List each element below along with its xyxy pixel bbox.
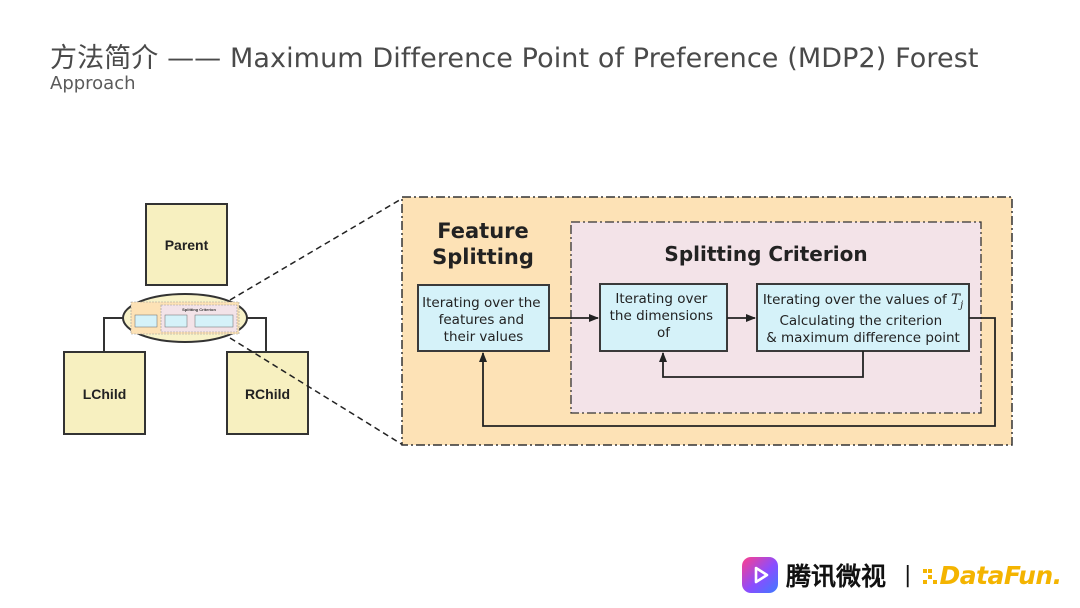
step3-line3: & maximum difference point <box>766 330 960 346</box>
lchild-node <box>63 351 146 435</box>
feature-splitting-title-line1: Feature <box>437 219 529 243</box>
tree-edge-right <box>246 317 267 352</box>
zoom-guide-lower <box>229 337 404 446</box>
feature-splitting-title-line2: Splitting <box>432 245 534 269</box>
step3-line2: Calculating the criterion <box>779 313 942 329</box>
step-iterate-values: Iterating over the values of Tj Calculat… <box>756 283 970 352</box>
splitting-criterion-title: Splitting Criterion <box>664 242 867 266</box>
lchild-node-label: LChild <box>83 386 127 402</box>
split-zoom-ellipse: Splitting Criterion <box>122 293 248 343</box>
step2-line2: the dimensions <box>610 308 713 324</box>
step1-line1: Iterating over the <box>422 295 540 311</box>
rchild-node-label: RChild <box>245 386 290 402</box>
zoom-guide-upper <box>229 197 404 301</box>
parent-node <box>145 203 228 286</box>
zoom-thumbnail-label: Splitting Criterion <box>182 307 216 312</box>
loop-values-to-dimensions <box>659 351 864 378</box>
step-iterate-dimensions: Iterating over the dimensions of <box>599 283 728 352</box>
step2-line3-prefix: of <box>657 325 671 341</box>
datafun-logo: DataFun. <box>939 560 1062 590</box>
svg-text:Iterating over the values of T: Iterating over the values of Tj <box>763 292 963 311</box>
feature-splitting-panel: Feature Splitting Splitting Criterion It… <box>401 196 1013 446</box>
step3-line1-prefix: Iterating over the values of <box>763 292 951 308</box>
weishi-brand-name: 腾讯微视 <box>786 562 887 591</box>
svg-text:Iterating over the dim: Iterating over the dimensions of <box>610 291 718 341</box>
decision-tree: Parent LChild RChild Splitting Criterion <box>63 197 404 446</box>
svg-text:Calculating the criterion: Calculating the criterion & maximum diff… <box>766 313 960 346</box>
step3-var-T: T <box>951 292 961 308</box>
page-title: 方法简介 —— Maximum Difference Point of Pref… <box>50 43 979 74</box>
step1-line3: their values <box>444 329 524 345</box>
page-subtitle: Approach <box>50 73 136 94</box>
svg-text:Iterating over the fea: Iterating over the features and their va… <box>422 295 545 345</box>
footer-branding: 腾讯微视 | DataFun. <box>742 555 1062 595</box>
tree-edge-left <box>103 317 124 352</box>
datafun-dots-icon <box>923 566 938 584</box>
loop-criterion-to-features <box>479 317 996 427</box>
step3-var-sub: j <box>958 300 963 311</box>
step1-line2: features and <box>439 312 524 328</box>
rchild-node <box>226 351 309 435</box>
step2-line1: Iterating over <box>615 291 707 307</box>
weishi-logo-icon <box>742 557 778 593</box>
brand-separator: | <box>904 562 912 588</box>
step-iterate-features: Iterating over the features and their va… <box>417 284 550 352</box>
parent-node-label: Parent <box>165 237 209 253</box>
